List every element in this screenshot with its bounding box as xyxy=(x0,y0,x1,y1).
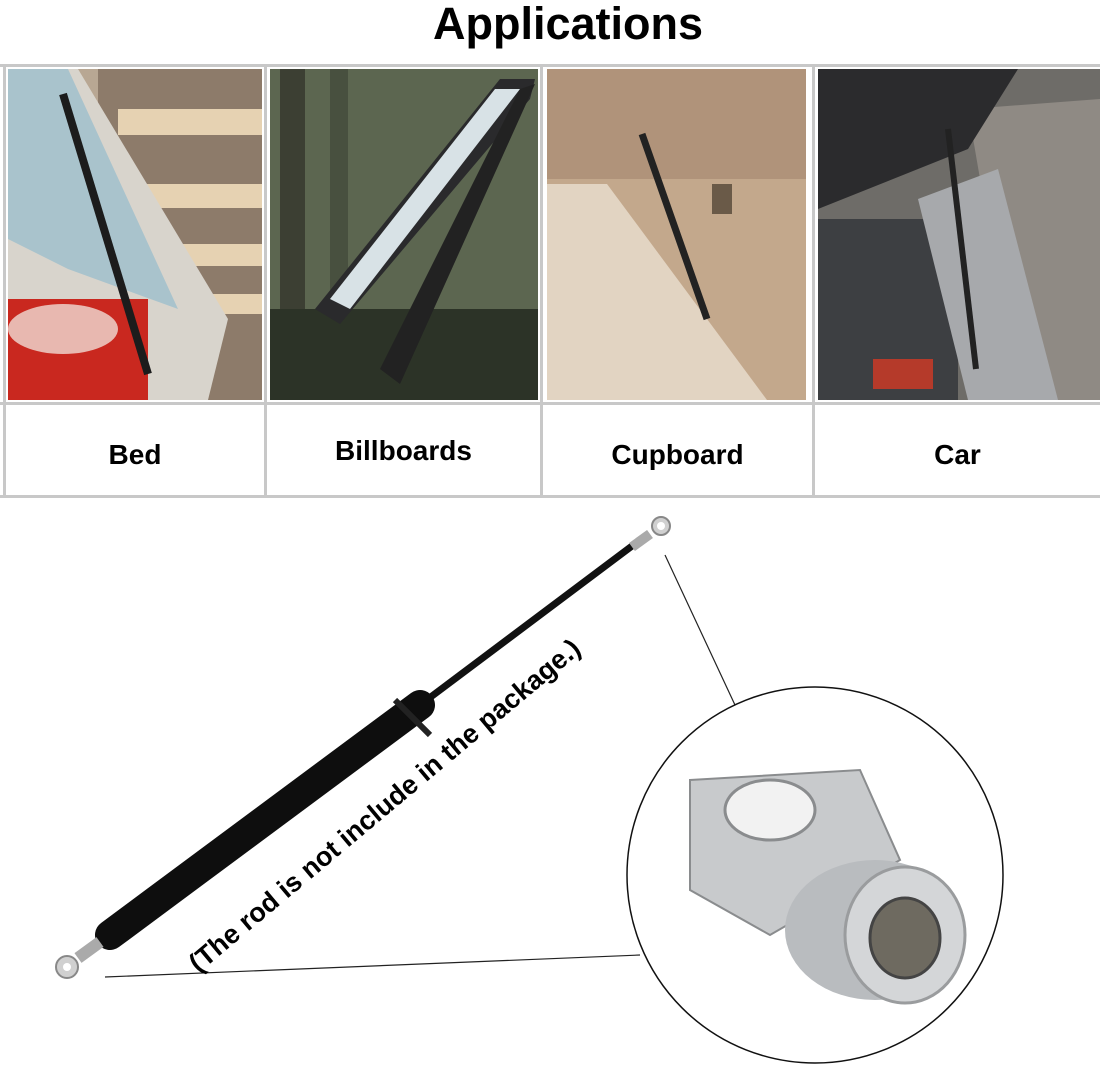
application-label-bed: Bed xyxy=(108,439,162,470)
grid-divider xyxy=(0,64,1100,67)
grid-divider xyxy=(0,495,1100,498)
grid-divider xyxy=(264,64,267,498)
grid-divider xyxy=(812,64,815,498)
gas-strut-illustration xyxy=(55,516,1004,1064)
callout-line xyxy=(664,554,736,706)
grid-divider xyxy=(540,64,543,498)
applications-grid: Bed Billboards Cupboard Car xyxy=(0,64,1100,498)
cupboard-photo xyxy=(547,69,806,400)
callout-line xyxy=(104,954,641,978)
gas-strut xyxy=(55,516,671,979)
bed-photo xyxy=(8,69,262,400)
application-label-car: Car xyxy=(934,439,981,470)
grid-divider xyxy=(0,402,1100,405)
page-title: Applications xyxy=(432,0,704,49)
application-label-billboards: Billboards xyxy=(335,435,472,466)
eye-fitting-detail xyxy=(689,768,967,1005)
car-photo xyxy=(818,69,1100,400)
billboards-photo xyxy=(270,69,538,400)
application-label-cupboard: Cupboard xyxy=(611,439,744,470)
grid-divider xyxy=(3,64,6,498)
